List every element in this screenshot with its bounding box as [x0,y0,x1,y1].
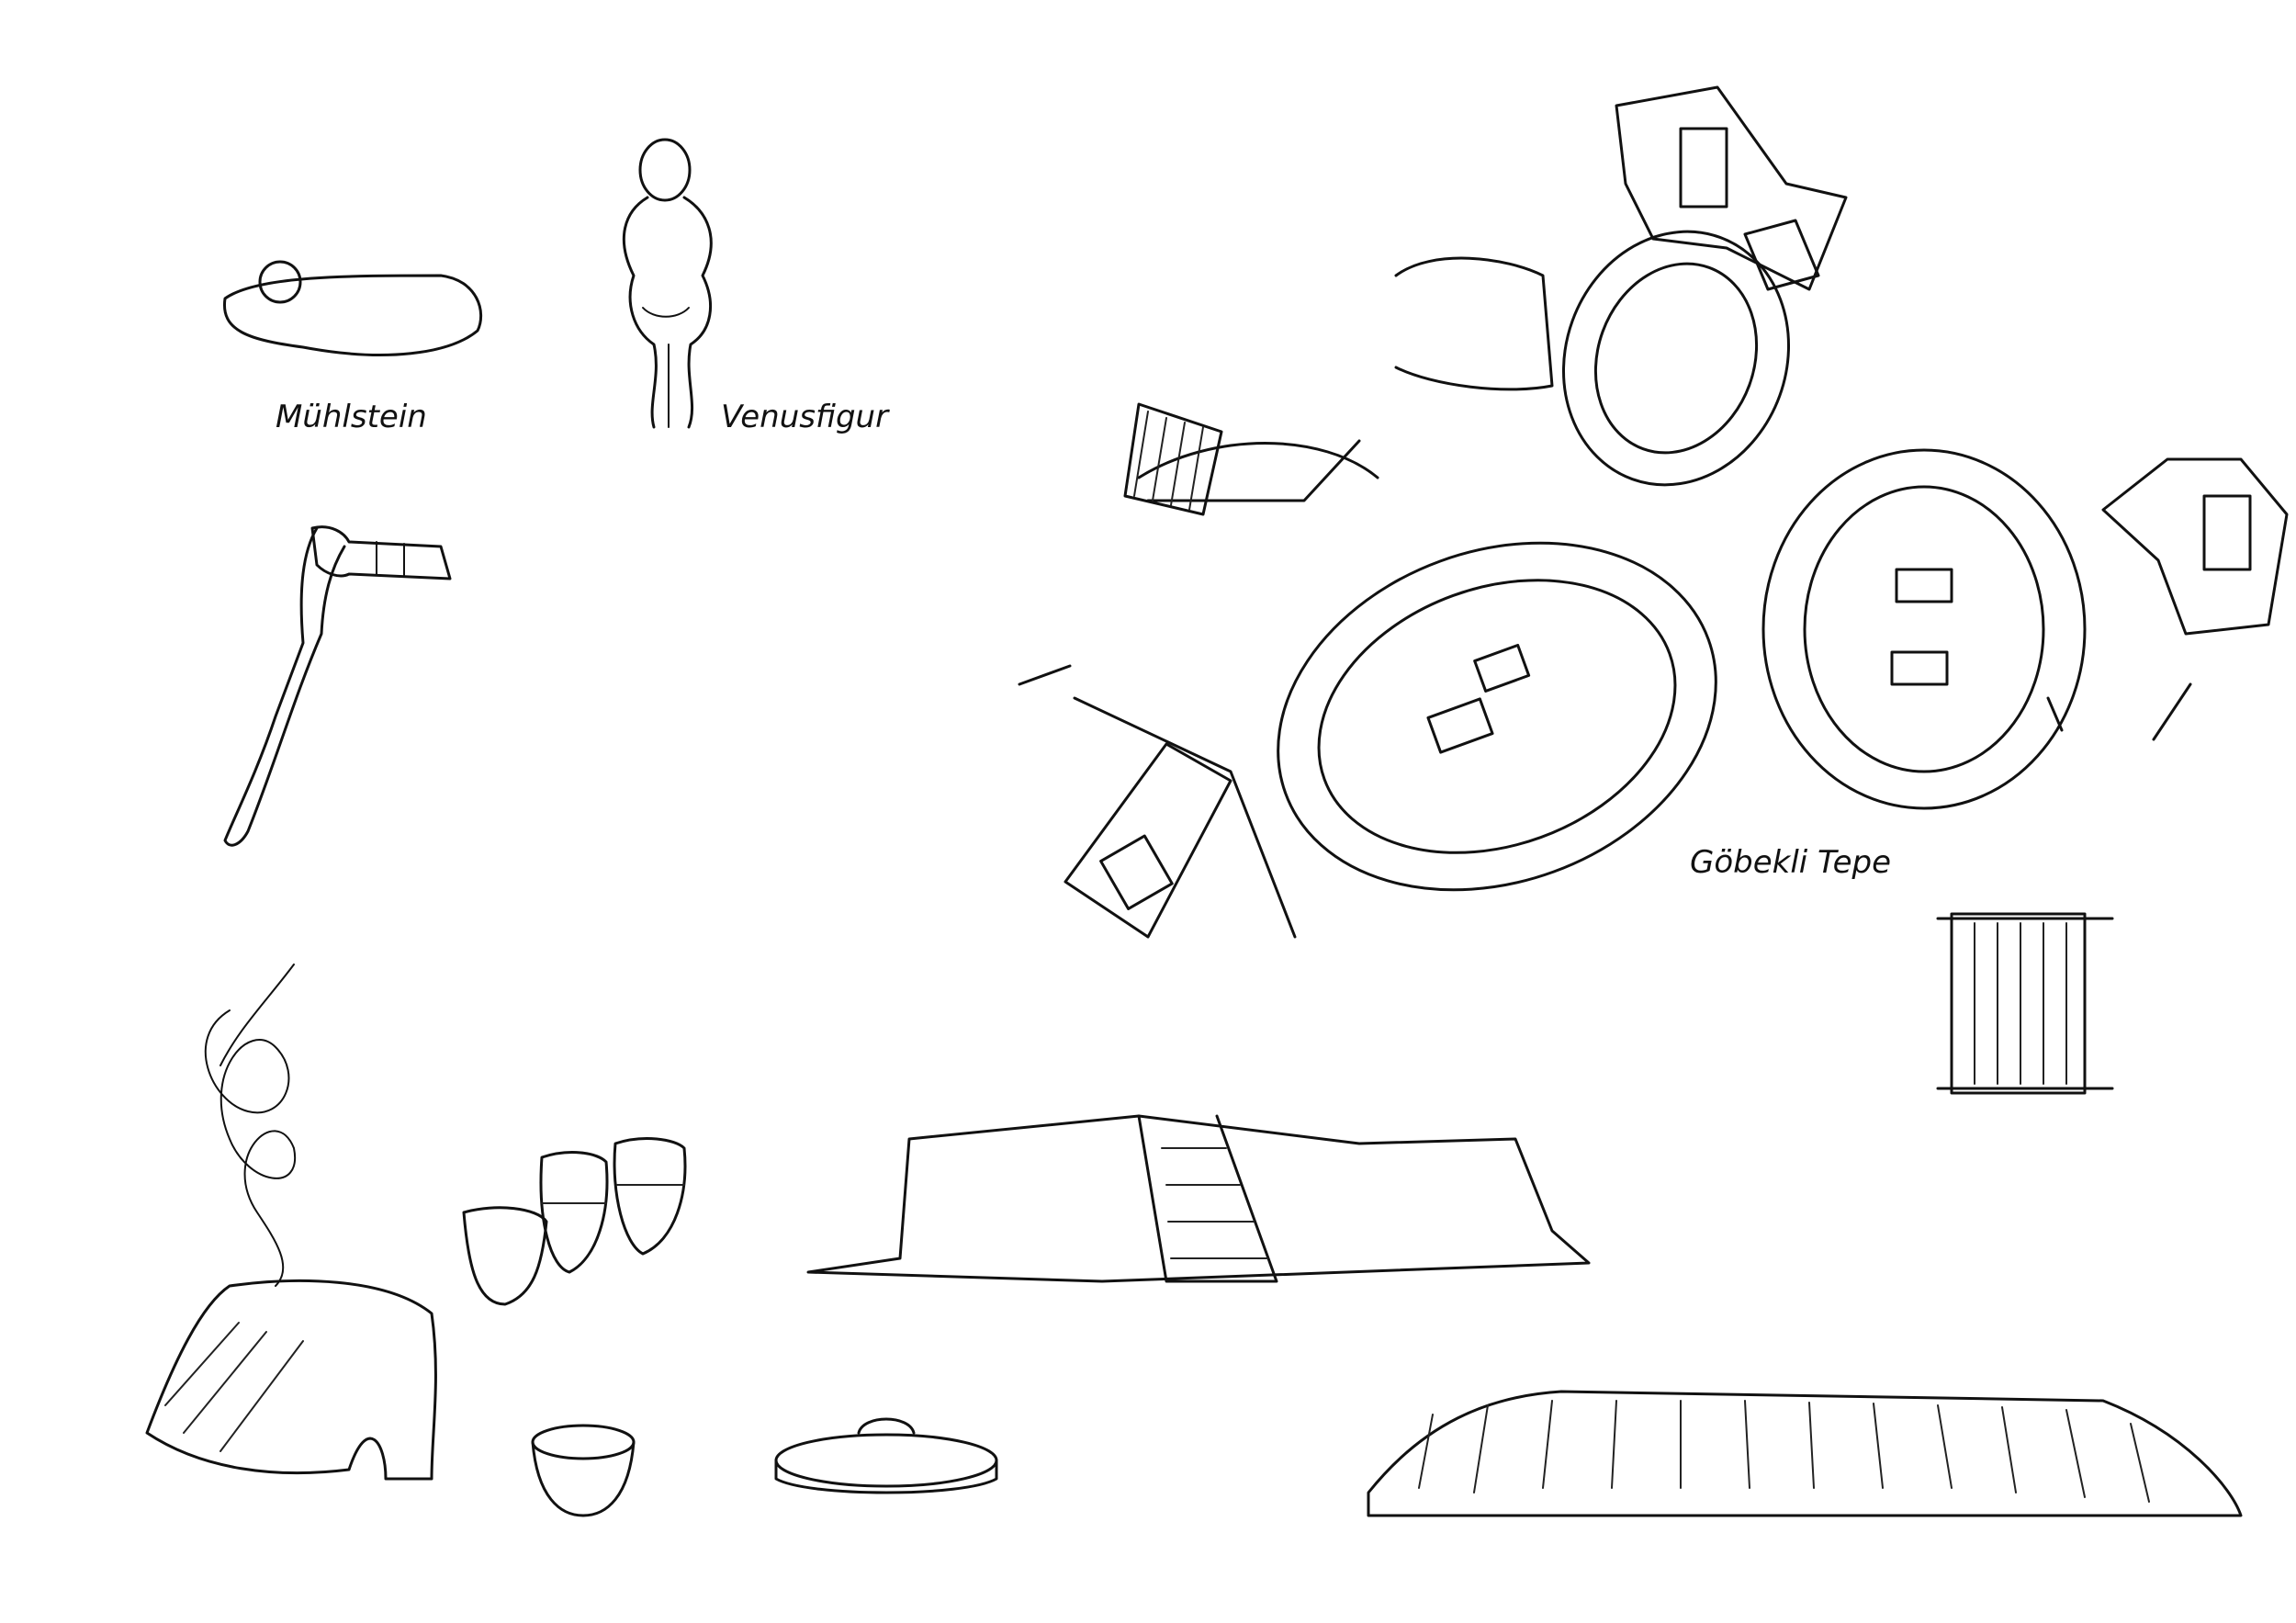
hut-drawing [145,1279,437,1481]
ziggurat-drawing [806,1114,1591,1283]
millstone-label: Mühlstein [276,399,427,435]
pottery-group [462,1137,687,1306]
longhouse-drawing [1367,1390,2243,1517]
venus-figurine-drawing [622,138,713,429]
lidded-dish-drawing [774,1417,998,1494]
millstone-drawing [222,260,483,356]
bowl-drawing [531,1424,636,1517]
scribble-drawing [204,964,297,1287]
axe-drawing [223,525,452,847]
gobekli-label: Göbekli Tepe [1690,844,1891,881]
loom-drawing [1936,912,2114,1095]
venus-label: Venusfigur [721,399,890,435]
gobekli-tepe-plan [1018,85,2289,939]
